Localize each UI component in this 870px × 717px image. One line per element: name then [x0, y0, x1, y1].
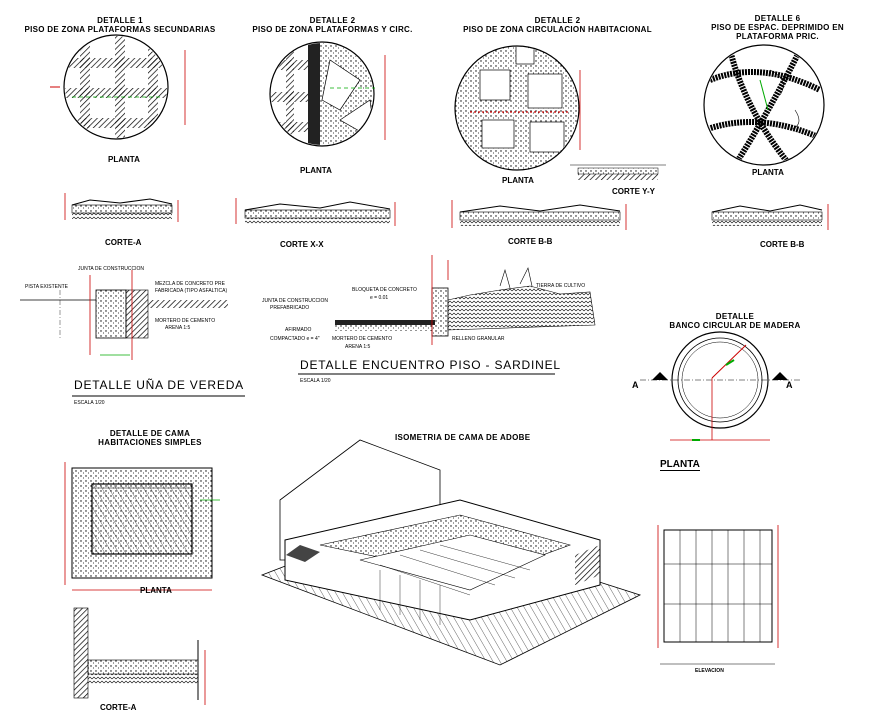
- planta-3-label: PLANTA: [502, 176, 534, 185]
- detalle-1-title-line2: PISO DE ZONA PLATAFORMAS SECUNDARIAS: [24, 25, 216, 34]
- section-a-right: A: [786, 380, 793, 390]
- note-mezcla-1: MEZCLA DE CONCRETO PRE: [155, 281, 225, 287]
- note-compactado: COMPACTADO e = 4": [270, 336, 320, 342]
- note-relleno: RELLENO GRANULAR: [452, 336, 505, 342]
- note-bloqueta-2: e = 0.01: [370, 295, 389, 301]
- planta-4-label: PLANTA: [752, 168, 784, 177]
- isometria-cama: [260, 439, 642, 666]
- detalle-2a-section: [235, 198, 396, 226]
- note-tierra: TIERRA DE CULTIVO: [536, 283, 586, 289]
- detalle-1-plan: [50, 34, 186, 140]
- detalle-2b-plan: [454, 45, 581, 171]
- detalle-6-section: [711, 204, 829, 230]
- planta-1-label: PLANTA: [108, 155, 140, 164]
- detalle-2a-title-line1: DETALLE 2: [309, 16, 356, 25]
- una-vereda-detail: [20, 270, 228, 360]
- note-junta: JUNTA DE CONSTRUCCION: [78, 266, 145, 272]
- cama-title: DETALLE DE CAMA HABITACIONES SIMPLES: [90, 429, 210, 447]
- detalle-1-title: DETALLE 1 PISO DE ZONA PLATAFORMAS SECUN…: [24, 16, 215, 34]
- banco-title: DETALLE BANCO CIRCULAR DE MADERA: [660, 312, 810, 330]
- corte-y-label: CORTE Y-Y: [612, 187, 655, 196]
- cama-title-line2: HABITACIONES SIMPLES: [98, 438, 202, 447]
- una-title: DETALLE UÑA DE VEREDA: [74, 378, 244, 392]
- detalle-6-title-line2: PISO DE ESPAC. DEPRIMIDO EN: [711, 23, 844, 32]
- cama-title-line1: DETALLE DE CAMA: [109, 429, 191, 438]
- detalle-6-plan: [703, 44, 825, 166]
- corte-y-section: [570, 164, 666, 180]
- corte-b-label: CORTE B-B: [508, 237, 553, 246]
- banco-circular-plan: [640, 331, 800, 441]
- cama-plan: [64, 462, 220, 591]
- una-scale: ESCALA 1/20: [74, 400, 105, 406]
- note-arena-1: ARENA 1:5: [165, 325, 191, 331]
- corte-a1-label: CORTE-A: [105, 238, 142, 247]
- note-junta-2b: PREFABRICADO: [270, 305, 310, 311]
- cama-section: [73, 607, 206, 705]
- note-mortero-1: MORTERO DE CEMENTO: [155, 318, 216, 324]
- corte-x-label: CORTE X-X: [280, 240, 324, 249]
- elevacion-banco: [657, 525, 779, 665]
- detalle-6-title: DETALLE 6 PISO DE ESPAC. DEPRIMIDO EN PL…: [700, 14, 855, 41]
- note-junta-2a: JUNTA DE CONSTRUCCION: [262, 298, 329, 304]
- section-a-left: A: [632, 380, 639, 390]
- detalle-2a-plan: [269, 41, 386, 147]
- note-mortero-2: MORTERO DE CEMENTO: [332, 336, 393, 342]
- detalle-1-title-line1: DETALLE 1: [97, 16, 143, 25]
- detalle-2b-title-line2: PISO DE ZONA CIRCULACION HABITACIONAL: [463, 25, 652, 34]
- detalle-2a-title: DETALLE 2 PISO DE ZONA PLATAFORMAS Y CIR…: [245, 16, 420, 34]
- detalle-2b-section: [451, 200, 627, 230]
- detalle-6-title-line1: DETALLE 6: [754, 14, 801, 23]
- detalle-1-section: [64, 193, 179, 222]
- isometria-title: ISOMETRIA DE CAMA DE ADOBE: [395, 433, 531, 442]
- banco-title-line2: BANCO CIRCULAR DE MADERA: [669, 321, 801, 330]
- note-pista: PISTA EXISTENTE: [25, 284, 68, 290]
- encuentro-title: DETALLE ENCUENTRO PISO - SARDINEL: [300, 358, 561, 372]
- encuentro-scale: ESCALA 1/20: [300, 378, 331, 384]
- planta-2-label: PLANTA: [300, 166, 332, 175]
- detalle-6-title-line3: PLATAFORMA PRIC.: [736, 32, 819, 41]
- planta-cama-label: PLANTA: [140, 586, 172, 595]
- note-mezcla-2: FABRICADA (TIPO ASFALTICA): [155, 288, 228, 294]
- corte-cama-label: CORTE-A: [100, 703, 137, 712]
- detalle-2b-title-line1: DETALLE 2: [534, 16, 581, 25]
- banco-title-line1: DETALLE: [715, 312, 755, 321]
- encuentro-sardinel-detail: [335, 255, 596, 345]
- corte-bb2-label: CORTE B-B: [760, 240, 805, 249]
- elevacion-label: ELEVACION: [695, 668, 724, 674]
- note-arena-2: ARENA 1:5: [345, 344, 371, 350]
- detalle-2a-title-line2: PISO DE ZONA PLATAFORMAS Y CIRC.: [252, 25, 413, 34]
- detalle-2b-title: DETALLE 2 PISO DE ZONA CIRCULACION HABIT…: [450, 16, 665, 34]
- note-bloqueta-1: BLOQUETA DE CONCRETO: [352, 287, 417, 293]
- note-afirmado: AFIRMADO: [285, 327, 312, 333]
- planta-banco-label: PLANTA: [660, 459, 700, 471]
